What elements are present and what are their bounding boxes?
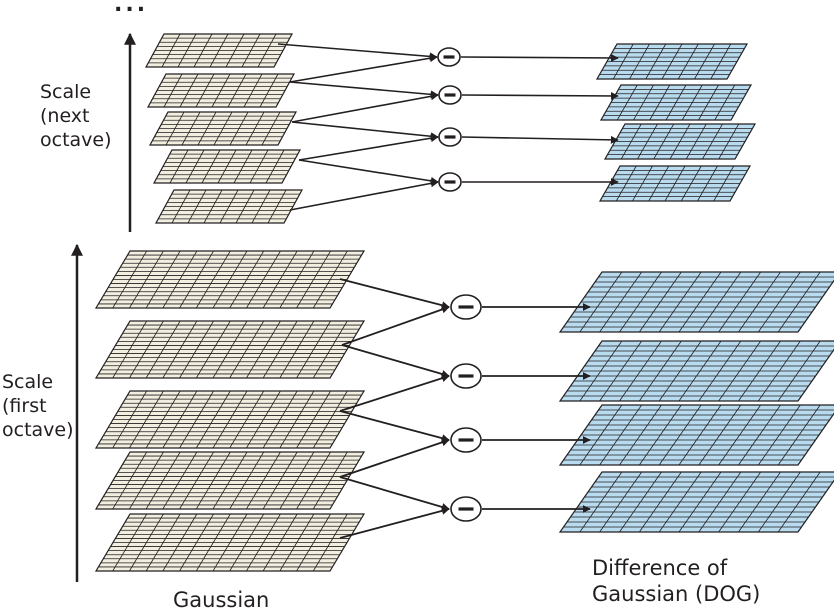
next-octave-input-arrow-7 <box>298 159 439 185</box>
first-octave-input-arrow-8 <box>339 506 450 539</box>
next-octave-dog-level-2 <box>599 84 753 121</box>
first-octave-scale-label: Scale (first octave) <box>2 370 74 442</box>
first-octave-subtract-operators <box>450 294 482 522</box>
first-octave-subtract-2 <box>450 363 482 389</box>
next-octave-gaussian-level-2 <box>146 73 296 108</box>
next-octave-dog-level-3 <box>603 123 757 160</box>
first-octave-label-line-1: Scale <box>2 371 54 393</box>
next-octave-dog-level-1 <box>595 43 749 80</box>
first-octave-subtract-3 <box>450 427 482 453</box>
first-octave-input-arrow-2 <box>341 305 450 346</box>
first-octave-subtract-4 <box>450 496 482 522</box>
next-octave-label-line-1: Scale <box>40 81 92 103</box>
first-octave-arrows <box>339 278 591 539</box>
next-octave-label-line-2: (next <box>40 105 90 127</box>
first-octave-dog-level-3 <box>558 404 834 466</box>
first-octave-subtract-1 <box>450 294 482 320</box>
next-octave-input-arrow-6 <box>298 134 439 161</box>
next-octave-input-arrow-5 <box>291 121 439 141</box>
next-octave-gaussian-level-5 <box>154 189 304 224</box>
first-octave-gaussian-level-2 <box>94 320 366 379</box>
first-octave-input-arrow-1 <box>339 278 450 310</box>
first-octave-input-arrow-3 <box>341 344 450 378</box>
next-octave-input-arrow-1 <box>277 43 438 61</box>
first-octave-dog-level-4 <box>558 471 834 533</box>
first-octave-dog-level-1 <box>558 271 834 333</box>
first-octave-label-line-3: octave) <box>2 419 74 441</box>
first-octave-input-arrow-7 <box>339 476 450 511</box>
first-octave-input-arrow-4 <box>339 374 450 412</box>
next-octave-gaussian-level-3 <box>148 111 298 146</box>
next-octave-subtract-3 <box>438 127 462 147</box>
first-octave-input-arrow-6 <box>339 438 450 478</box>
next-octave-output-arrow-2 <box>461 91 619 100</box>
next-octave-output-arrow-1 <box>460 53 619 62</box>
first-octave-gaussian-level-1 <box>94 250 366 309</box>
dog-caption-line-1: Difference of <box>592 556 728 580</box>
next-octave-input-arrow-8 <box>289 179 439 211</box>
next-octave-gaussian-level-1 <box>144 33 294 68</box>
next-octave-scale-label: Scale (next octave) <box>40 80 112 152</box>
next-octave-arrows <box>277 43 619 211</box>
next-octave-dog-stack <box>595 43 757 202</box>
first-octave-gaussian-level-4 <box>94 451 366 510</box>
first-octave-dog-stack <box>558 271 834 533</box>
next-octave-input-arrow-3 <box>289 81 439 99</box>
first-octave-gaussian-stack <box>94 250 366 572</box>
next-octave-output-arrow-3 <box>461 135 619 144</box>
next-octave-gaussian-level-4 <box>152 149 302 184</box>
gaussian-caption: Gaussian <box>173 588 270 612</box>
next-octave-gaussian-stack <box>144 33 304 224</box>
first-octave-dog-level-2 <box>558 340 834 402</box>
next-octave-subtract-operators <box>437 47 462 192</box>
next-octave-dog-level-4 <box>598 165 752 202</box>
next-octave-subtract-1 <box>437 47 461 67</box>
first-octave-gaussian-level-3 <box>94 390 366 449</box>
next-octave-input-arrow-4 <box>291 92 439 123</box>
first-octave-input-arrow-5 <box>339 410 450 443</box>
first-octave-label-line-2: (first <box>2 395 47 417</box>
next-octave-subtract-4 <box>438 172 462 192</box>
dog-caption: Difference of Gaussian (DOG) <box>592 555 760 607</box>
first-octave-gaussian-level-5 <box>94 513 366 572</box>
next-octave-input-arrow-2 <box>289 54 438 83</box>
more-octaves-ellipsis: ... <box>114 0 149 17</box>
next-octave-label-line-3: octave) <box>40 129 112 151</box>
next-octave-subtract-2 <box>438 85 462 105</box>
dog-caption-line-2: Gaussian (DOG) <box>592 582 761 606</box>
